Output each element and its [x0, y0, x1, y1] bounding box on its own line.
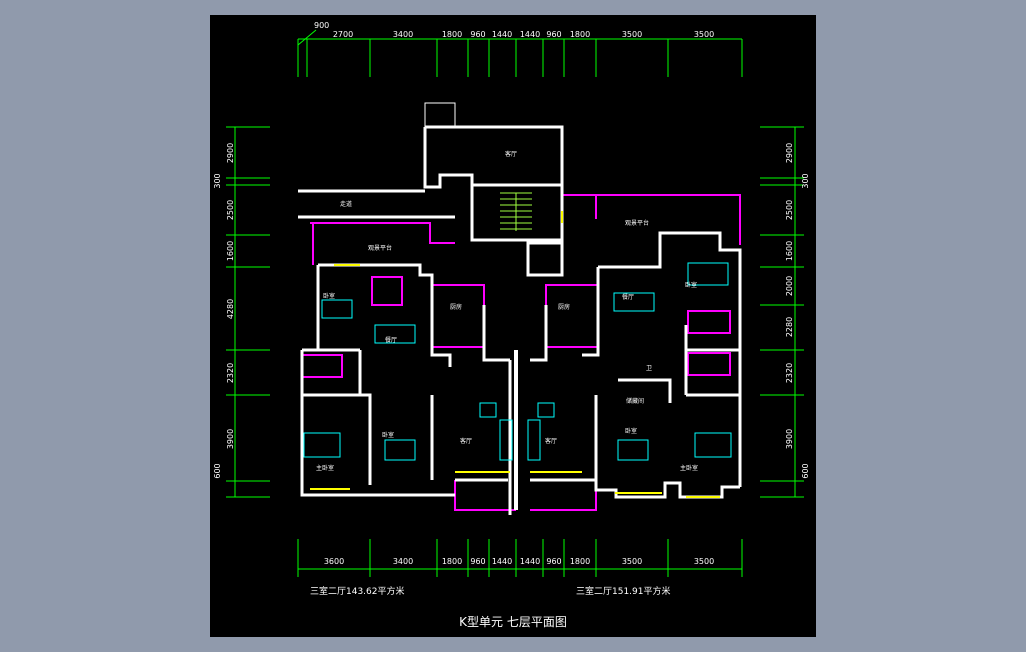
room-labels: 客厅 走道 观景平台 观景平台 卧室 餐厅 厨房 厨房 餐厅 卧室 卫 储藏间 … — [316, 150, 698, 472]
dim-bottom-7: 960 — [546, 557, 561, 566]
dim-bottom-10: 3500 — [694, 557, 714, 566]
room-bedroom-r2: 卧室 — [625, 427, 637, 435]
magenta-partitions — [301, 194, 741, 511]
room-dining-l: 餐厅 — [385, 336, 397, 344]
dimension-labels: 900 2700 3400 1800 960 1440 1440 960 180… — [213, 21, 810, 566]
dim-top-10: 3500 — [694, 30, 714, 39]
room-master-r: 主卧室 — [680, 464, 698, 472]
walls — [298, 102, 742, 515]
area-label-right: 三室二厅151.91平方米 — [576, 585, 671, 597]
dim-left-5: 4280 — [226, 299, 235, 319]
dim-top-2: 3400 — [393, 30, 413, 39]
room-corridor: 走道 — [340, 200, 352, 208]
dim-bottom-1: 3600 — [324, 557, 344, 566]
room-kitchen-r: 厨房 — [558, 303, 570, 311]
room-balcony-left: 观景平台 — [368, 244, 392, 252]
dim-left-7: 3900 — [226, 429, 235, 449]
dim-top-4: 960 — [470, 30, 485, 39]
dim-right-9: 600 — [801, 463, 810, 478]
dim-right-5: 2000 — [785, 276, 794, 296]
dim-top-extra: 900 — [314, 21, 329, 30]
dim-top-8: 1800 — [570, 30, 590, 39]
dim-bottom-5: 1440 — [492, 557, 512, 566]
floor-plan: 900 2700 3400 1800 960 1440 1440 960 180… — [213, 21, 810, 629]
room-kitchen-l: 厨房 — [450, 303, 462, 311]
dim-top-3: 1800 — [442, 30, 462, 39]
dim-bottom-4: 960 — [470, 557, 485, 566]
dim-left-2: 300 — [213, 173, 222, 188]
area-label-left: 三室二厅143.62平方米 — [310, 585, 405, 597]
dim-bottom-2: 3400 — [393, 557, 413, 566]
room-top-hall: 客厅 — [505, 150, 517, 158]
dim-top-6: 1440 — [520, 30, 540, 39]
furniture — [303, 262, 732, 461]
dim-right-8: 3900 — [785, 429, 794, 449]
dim-left-1: 2900 — [226, 143, 235, 163]
dim-bottom-8: 1800 — [570, 557, 590, 566]
dim-left-6: 2320 — [226, 363, 235, 383]
dim-top-1: 2700 — [333, 30, 353, 39]
room-bedroom-l2: 卧室 — [382, 431, 394, 439]
dim-bottom-3: 1800 — [442, 557, 462, 566]
dim-left-3: 2500 — [226, 200, 235, 220]
dim-right-4: 1600 — [785, 241, 794, 261]
room-dining-r: 餐厅 — [622, 293, 634, 301]
dim-top-7: 960 — [546, 30, 561, 39]
dim-right-3: 2500 — [785, 200, 794, 220]
dim-right-7: 2320 — [785, 363, 794, 383]
dim-right-2: 300 — [801, 173, 810, 188]
dim-left-8: 600 — [213, 463, 222, 478]
stair-treads — [500, 192, 532, 231]
dim-bottom-9: 3500 — [622, 557, 642, 566]
room-living-l: 客厅 — [460, 437, 472, 445]
room-bath-r: 储藏间 — [626, 397, 644, 405]
dim-top-9: 3500 — [622, 30, 642, 39]
room-living-r: 客厅 — [545, 437, 557, 445]
dim-right-6: 2280 — [785, 317, 794, 337]
room-bedroom-l1: 卧室 — [323, 292, 335, 300]
dimension-lines — [226, 29, 804, 577]
dim-top-5: 1440 — [492, 30, 512, 39]
dim-bottom-6: 1440 — [520, 557, 540, 566]
cad-drawing-canvas: 900 2700 3400 1800 960 1440 1440 960 180… — [210, 15, 816, 637]
drawing-title: K型单元 七层平面图 — [459, 615, 567, 629]
dim-left-4: 1600 — [226, 241, 235, 261]
room-toilet-r: 卫 — [646, 365, 652, 372]
windows — [310, 211, 720, 498]
room-bedroom-r1: 卧室 — [685, 281, 697, 289]
dim-right-1: 2900 — [785, 143, 794, 163]
room-master-l: 主卧室 — [316, 464, 334, 472]
room-balcony-right: 观景平台 — [625, 219, 649, 227]
